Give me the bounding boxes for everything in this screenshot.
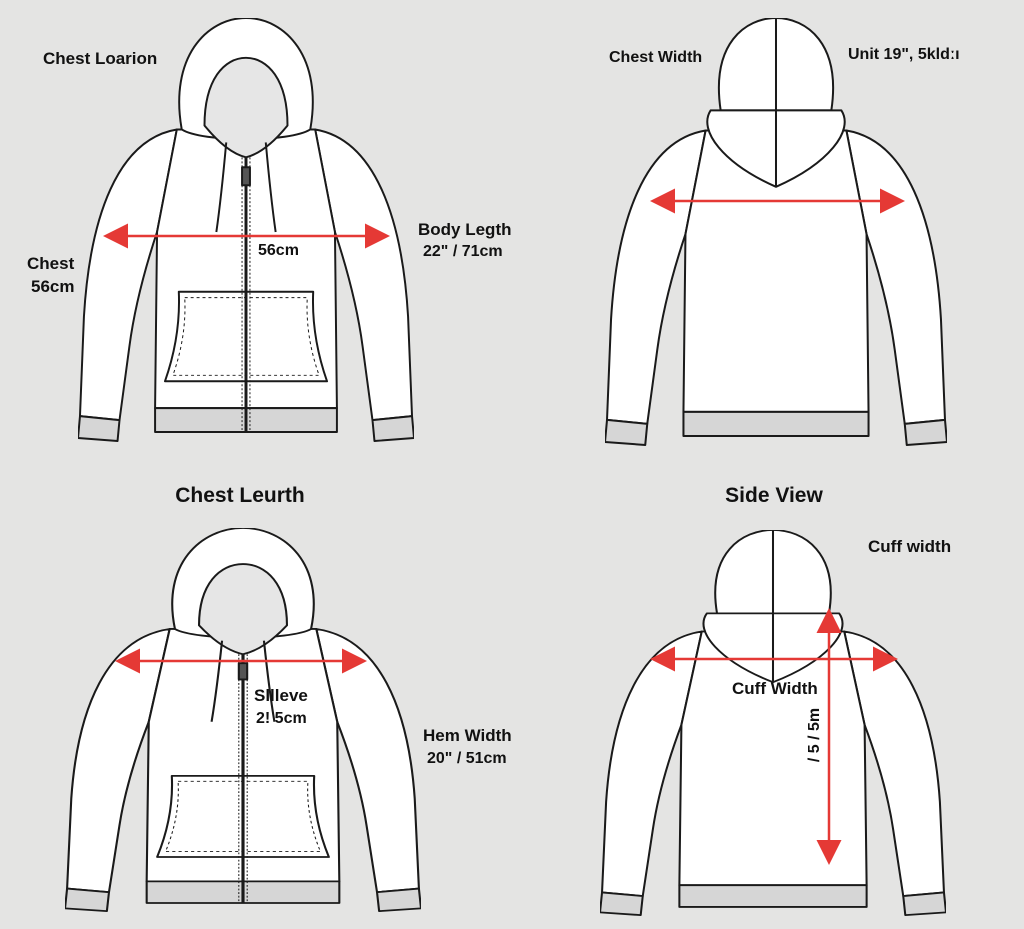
label-hem-width: Hem Width	[423, 726, 512, 745]
label-cuff-width-top: Cuff width	[868, 537, 952, 556]
label-body-length-value: 22" / 71cm	[423, 243, 503, 260]
label-vertical-value: / 5 / 5m	[806, 707, 823, 763]
label-chest-value: 56cm	[31, 277, 75, 296]
title-side-view: Side View	[725, 484, 823, 507]
title-chest-length: Chest Leurth	[175, 484, 305, 507]
label-unit: Unit 19", 5kldːı	[848, 46, 960, 63]
label-cuff-width: Cuff Width	[732, 679, 818, 698]
label-center-value: 56cm	[258, 242, 299, 259]
label-chest-width: Chest Width	[609, 49, 703, 66]
label-sleeve: Sllleve	[254, 686, 308, 705]
label-body-length: Body Legth	[418, 220, 512, 239]
label-hem-width-value: 20" / 51cm	[427, 750, 507, 767]
label-sleeve-value: 2ǃ 5cm	[256, 710, 307, 727]
label-chest-location: Chest Loarion	[43, 49, 158, 68]
label-chest: Chest	[27, 254, 75, 273]
